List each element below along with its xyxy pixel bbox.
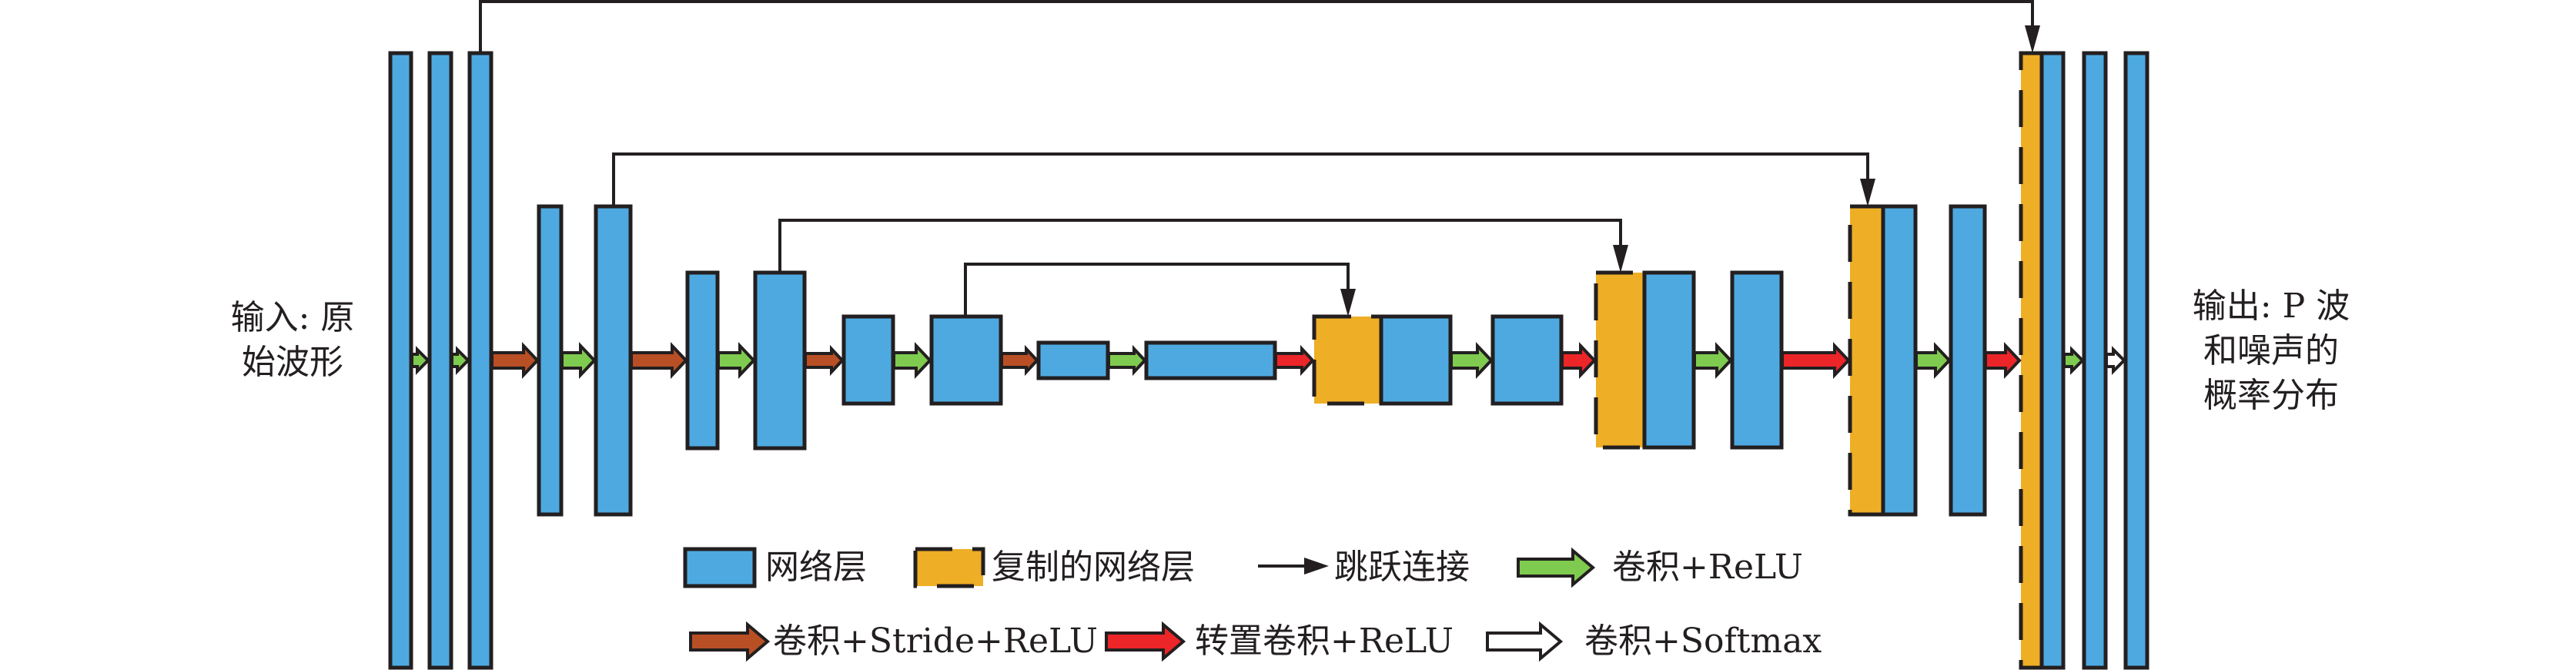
encoder-layer-3b bbox=[753, 270, 807, 451]
decoder-layer-2a bbox=[1881, 204, 1918, 517]
encoder-layer-1c bbox=[467, 51, 493, 670]
op-arrow-conv-relu bbox=[1107, 344, 1147, 377]
legend-label-skip-connection: 跳跃连接 bbox=[1334, 548, 1470, 587]
legend-label-conv-relu: 卷积+ReLU bbox=[1612, 548, 1803, 587]
decoder-layer-1a bbox=[2039, 51, 2066, 670]
op-arrow-conv-stride-relu bbox=[1000, 344, 1039, 377]
bottleneck-layer-a bbox=[1036, 340, 1110, 380]
legend-label-copied-layer: 复制的网络层 bbox=[992, 548, 1195, 587]
decoder-layer-3b bbox=[1730, 270, 1784, 450]
encoder-layer-1a bbox=[388, 51, 413, 670]
op-arrow-conv-relu bbox=[450, 346, 470, 375]
skip-connection-4 bbox=[964, 263, 1350, 317]
skip-connection-3-arrowhead bbox=[1613, 245, 1628, 273]
decoder-layer-1c bbox=[2123, 51, 2149, 670]
op-arrow-conv-relu bbox=[2062, 346, 2085, 375]
op-arrow-transposed-conv-relu bbox=[1984, 341, 2022, 380]
skip-connection-2-arrowhead bbox=[1860, 179, 1875, 206]
decoder-copied-layer-1 bbox=[2021, 53, 2042, 668]
encoder-layer-1b bbox=[427, 51, 453, 670]
output-label-line2: 和噪声的 bbox=[2203, 331, 2339, 370]
op-arrow-conv-relu bbox=[560, 341, 597, 380]
encoder-layer-4a bbox=[841, 314, 895, 406]
op-arrow-transposed-conv-relu bbox=[1781, 341, 1851, 380]
decoder-copied-layer-3 bbox=[1596, 273, 1644, 447]
op-arrow-conv-relu bbox=[717, 341, 756, 380]
op-arrow-conv-stride-relu bbox=[630, 341, 688, 380]
skip-connection-2 bbox=[612, 152, 1869, 206]
legend-label-transposed-conv-relu: 转置卷积+ReLU bbox=[1195, 621, 1454, 661]
decoder-layer-3a bbox=[1642, 270, 1696, 450]
encoder-layer-2a bbox=[537, 204, 564, 517]
skip-connection-1 bbox=[479, 0, 2034, 53]
op-arrow-transposed-conv-relu bbox=[1561, 341, 1597, 380]
legend-conv-stride-relu-arrow-icon bbox=[689, 621, 771, 662]
op-arrow-conv-relu bbox=[892, 341, 932, 380]
legend-conv-relu-arrow-icon bbox=[1517, 547, 1596, 588]
legend-layer-swatch bbox=[683, 547, 757, 588]
decoder-copied-layer-4 bbox=[1314, 317, 1381, 404]
op-arrow-conv-relu bbox=[1450, 341, 1494, 380]
legend-label-layer: 网络层 bbox=[765, 548, 867, 587]
legend-label-conv-softmax: 卷积+Softmax bbox=[1584, 621, 1822, 661]
copied-layer-dashed-border bbox=[2019, 51, 2044, 670]
input-label: 输入: 原 始波形 bbox=[216, 296, 370, 385]
skip-connection-4-arrowhead bbox=[1340, 289, 1356, 317]
legend-copied-layer-swatch bbox=[915, 549, 983, 586]
output-label: 输出: P 波 和噪声的 概率分布 bbox=[2183, 284, 2360, 418]
op-arrow-conv-relu bbox=[1693, 341, 1733, 380]
skip-connection-1-arrowhead bbox=[2025, 25, 2040, 53]
decoder-layer-2b bbox=[1949, 204, 1987, 517]
legend-label-conv-stride-relu: 卷积+Stride+ReLU bbox=[773, 621, 1098, 661]
decoder-layer-4b bbox=[1490, 314, 1564, 406]
output-label-line3: 概率分布 bbox=[2203, 376, 2339, 415]
op-arrow-conv-relu bbox=[1915, 341, 1952, 380]
input-label-line2: 始波形 bbox=[242, 343, 343, 382]
op-arrow-conv-stride-relu bbox=[490, 341, 540, 380]
bottleneck-layer-b bbox=[1144, 340, 1277, 380]
decoder-copied-layer-2 bbox=[1850, 206, 1883, 514]
op-arrow-transposed-conv-relu bbox=[1274, 344, 1315, 377]
encoder-layer-4b bbox=[929, 314, 1003, 406]
output-label-line1: 输出: P 波 bbox=[2192, 286, 2350, 326]
op-arrow-conv-relu bbox=[410, 346, 430, 375]
legend-transposed-conv-relu-arrow-icon bbox=[1105, 621, 1186, 662]
encoder-layer-2b bbox=[594, 204, 633, 517]
decoder-layer-1b bbox=[2082, 51, 2108, 670]
encoder-layer-3a bbox=[685, 270, 720, 451]
op-arrow-conv-softmax bbox=[2105, 346, 2126, 375]
op-arrow-conv-stride-relu bbox=[804, 344, 845, 377]
input-label-line1: 输入: 原 bbox=[230, 298, 355, 337]
legend-conv-softmax-arrow-icon bbox=[1486, 621, 1564, 662]
copied-layer-dashed-border bbox=[913, 547, 985, 588]
decoder-layer-4a bbox=[1379, 314, 1453, 406]
skip-connection-3 bbox=[778, 219, 1622, 273]
legend-skip-arrowhead-icon bbox=[1304, 558, 1329, 575]
